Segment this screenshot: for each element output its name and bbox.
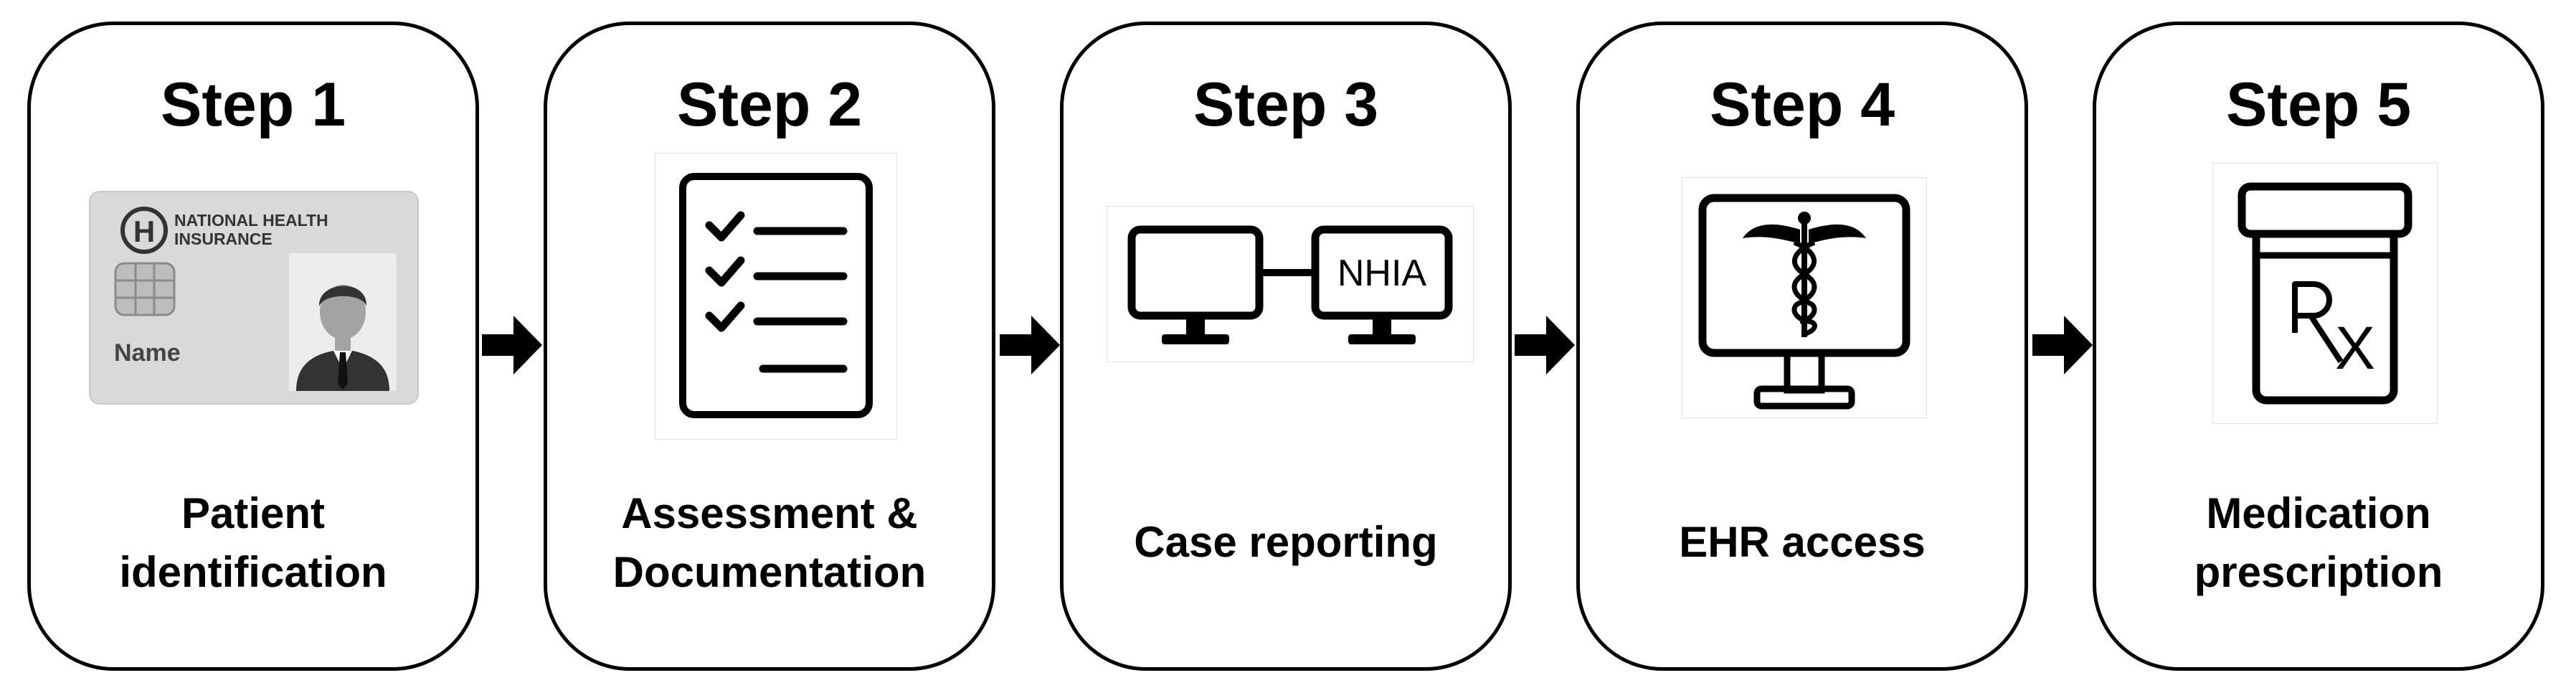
caption-line: Assessment & [621, 489, 918, 537]
caption-line: Patient [181, 489, 326, 537]
card-org-line2: INSURANCE [174, 230, 273, 248]
rx-label: X [2335, 314, 2375, 382]
caption-line: identification [119, 548, 387, 596]
step-4-caption: EHR access [1580, 513, 2025, 572]
caption-line: EHR access [1679, 518, 1926, 566]
caption-line: Case reporting [1134, 518, 1438, 566]
step-5-box: Step 5 X Medication prescription [2093, 22, 2544, 671]
checklist-clipboard-icon [655, 153, 897, 440]
step-2-box: Step 2 Assessment & Documentation [544, 22, 995, 671]
caduceus-monitor-icon [1682, 177, 1927, 418]
step-4-title: Step 4 [1709, 70, 1895, 139]
caption-line: Medication [2206, 489, 2431, 537]
insurance-card-icon: H NATIONAL HEALTH INSURANCE Name [88, 190, 420, 405]
right-arrow-icon [482, 316, 542, 374]
caption-line: prescription [2194, 548, 2443, 596]
step-2-title: Step 2 [676, 70, 863, 139]
monitor-label: NHIA [1337, 253, 1427, 294]
step-2-caption: Assessment & Documentation [547, 484, 992, 602]
step-1-box: Step 1 H NATIONAL HEALTH INSURANCE Name [27, 22, 479, 671]
connected-computers-icon: NHIA [1107, 206, 1474, 362]
step-1-caption: Patient identification [31, 484, 475, 602]
step-3-caption: Case reporting [1064, 513, 1508, 572]
step-1-title: Step 1 [160, 70, 346, 139]
card-name-label: Name [114, 339, 181, 367]
step-5-caption: Medication prescription [2096, 484, 2541, 602]
right-arrow-icon [1515, 316, 1575, 374]
step-3-box: Step 3 NHIA Case reporting [1060, 22, 1512, 671]
step-3-title: Step 3 [1193, 70, 1379, 139]
svg-text:H: H [133, 214, 155, 248]
step-4-box: Step 4 EHR access [1576, 22, 2028, 671]
step-5-title: Step 5 [2225, 70, 2412, 139]
card-org-line1: NATIONAL HEALTH [174, 211, 328, 230]
rx-pill-bottle-icon: X [2212, 163, 2438, 424]
right-arrow-icon [1000, 316, 1060, 374]
right-arrow-icon [2032, 316, 2093, 374]
caption-line: Documentation [612, 548, 927, 596]
